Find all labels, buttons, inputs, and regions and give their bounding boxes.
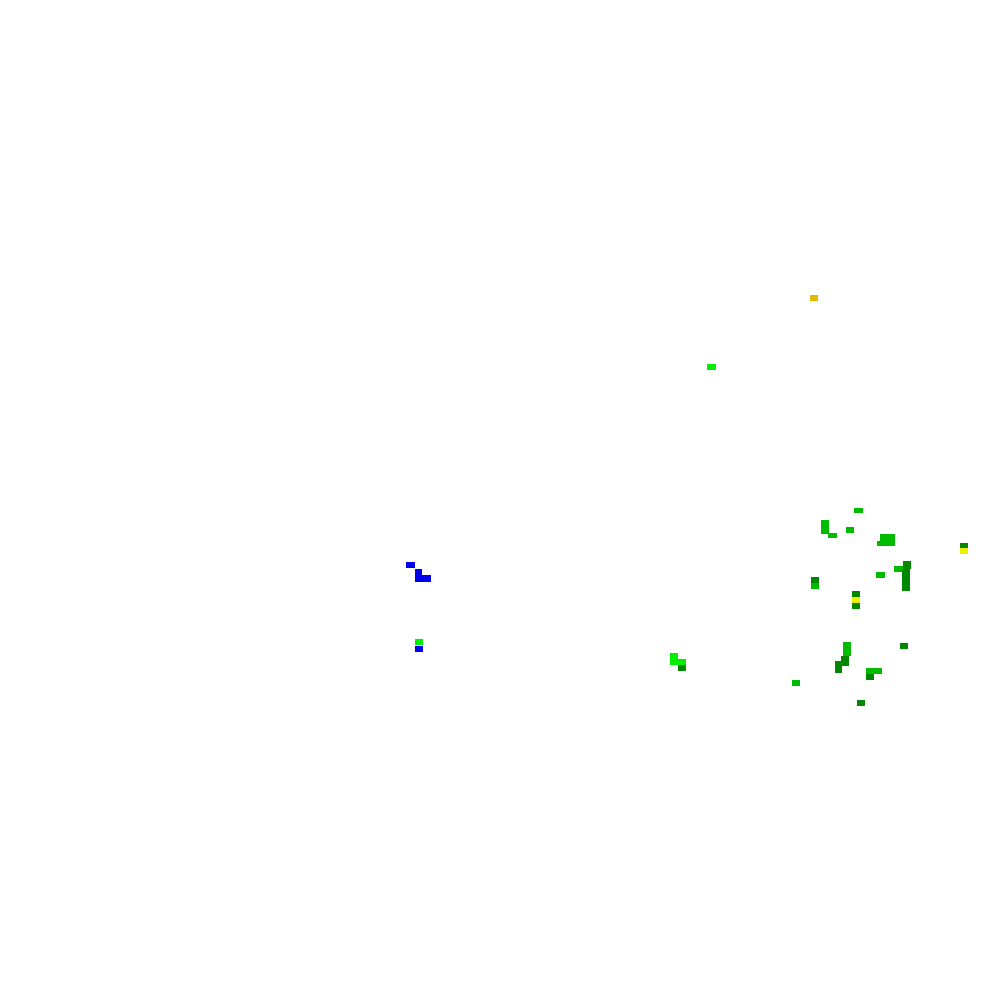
medium-green-pixel-block [792,680,800,686]
dark-green-pixel-block [857,700,865,706]
medium-green-pixel-block [821,520,829,528]
medium-green-pixel-block [866,668,882,674]
bright-green-pixel-block [670,659,686,665]
dark-green-pixel-block [841,656,849,666]
dark-green-pixel-block [811,577,819,583]
medium-green-pixel-block [846,527,854,533]
dark-green-pixel-block [866,674,874,680]
dark-green-pixel-block [852,591,860,597]
dark-green-pixel-block [852,603,860,609]
blue-pixel-block [415,575,431,582]
dark-green-pixel-block [960,543,968,548]
dark-green-pixel-block [678,665,686,671]
bright-green-pixel-block [670,653,678,660]
medium-green-pixel-block [854,508,863,513]
yellow-pixel-block [852,597,860,603]
medium-green-pixel-block [843,650,851,656]
gold-pixel-block [810,295,818,301]
medium-green-pixel-block [828,533,837,538]
dark-green-pixel-block [900,643,908,649]
pixel-blocks-layer [406,295,968,706]
dark-green-pixel-block [902,569,910,591]
yellow-pixel-block [960,548,968,554]
dark-green-pixel-block [835,661,842,673]
blue-pixel-block [415,569,422,575]
bright-green-pixel-block [707,364,716,370]
medium-green-pixel-block [876,572,885,578]
medium-green-pixel-block [821,528,829,534]
blue-pixel-block [415,646,423,652]
medium-green-pixel-block [880,534,895,546]
medium-green-pixel-block [811,583,819,589]
medium-green-pixel-block [877,541,883,546]
medium-green-pixel-block [843,642,851,650]
blue-pixel-block [406,562,415,568]
medium-green-pixel-block [894,566,903,572]
bright-green-pixel-block [415,639,423,645]
dark-green-pixel-block [903,561,911,569]
